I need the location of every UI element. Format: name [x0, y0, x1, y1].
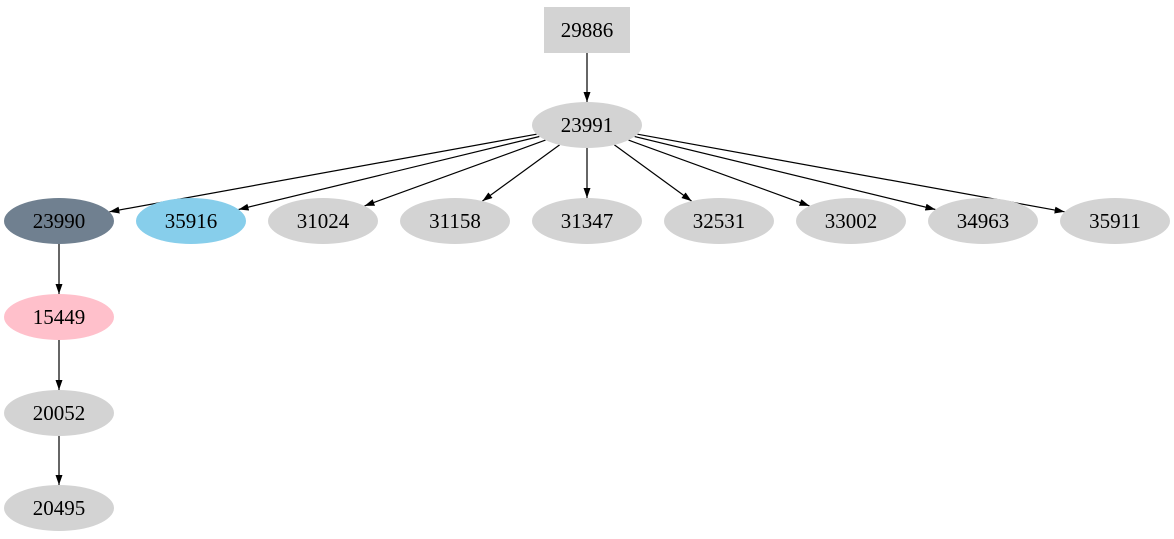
graph-node-35911: 35911	[1060, 198, 1170, 244]
graph-node-32531: 32531	[664, 198, 774, 244]
node-label: 20495	[33, 496, 86, 520]
edge-23991-31024	[364, 139, 546, 207]
node-ellipse-shape	[664, 198, 774, 244]
graph-node-29886: 29886	[544, 7, 630, 53]
node-label: 29886	[561, 18, 614, 42]
edge-23991-31158	[482, 144, 560, 202]
node-ellipse-shape	[4, 390, 114, 436]
node-label: 23991	[561, 113, 614, 137]
node-ellipse-shape	[136, 198, 246, 244]
node-label: 31158	[429, 209, 481, 233]
node-label: 32531	[693, 209, 746, 233]
node-ellipse-shape	[4, 198, 114, 244]
node-label: 15449	[33, 305, 86, 329]
node-ellipse-shape	[4, 294, 114, 340]
node-ellipse-shape	[928, 198, 1038, 244]
edge-23991-32531	[614, 144, 692, 202]
node-label: 33002	[825, 209, 878, 233]
edge-23991-34963	[634, 135, 936, 211]
node-ellipse-shape	[268, 198, 378, 244]
graph-node-20495: 20495	[4, 485, 114, 531]
graph-node-20052: 20052	[4, 390, 114, 436]
graph-node-23991: 23991	[532, 102, 642, 148]
graph-node-31347: 31347	[532, 198, 642, 244]
node-ellipse-shape	[796, 198, 906, 244]
node-label: 31347	[561, 209, 614, 233]
graph-node-15449: 15449	[4, 294, 114, 340]
node-ellipse-shape	[400, 198, 510, 244]
edge-23991-35916	[238, 135, 540, 211]
edge-23991-33002	[628, 139, 810, 207]
graph-node-35916: 35916	[136, 198, 246, 244]
node-ellipse-shape	[532, 198, 642, 244]
node-label: 35911	[1089, 209, 1141, 233]
node-ellipse-shape	[1060, 198, 1170, 244]
graph-node-31024: 31024	[268, 198, 378, 244]
graph-node-33002: 33002	[796, 198, 906, 244]
node-label: 23990	[33, 209, 86, 233]
graph-node-34963: 34963	[928, 198, 1038, 244]
node-box-shape	[544, 7, 630, 53]
graph-node-23990: 23990	[4, 198, 114, 244]
node-label: 34963	[957, 209, 1010, 233]
node-label: 20052	[33, 401, 86, 425]
graph-node-31158: 31158	[400, 198, 510, 244]
node-layer: 29886 23991 23990 35916 31024 31158	[4, 7, 1170, 531]
node-label: 31024	[297, 209, 350, 233]
node-label: 35916	[165, 209, 218, 233]
node-ellipse-shape	[532, 102, 642, 148]
node-ellipse-shape	[4, 485, 114, 531]
